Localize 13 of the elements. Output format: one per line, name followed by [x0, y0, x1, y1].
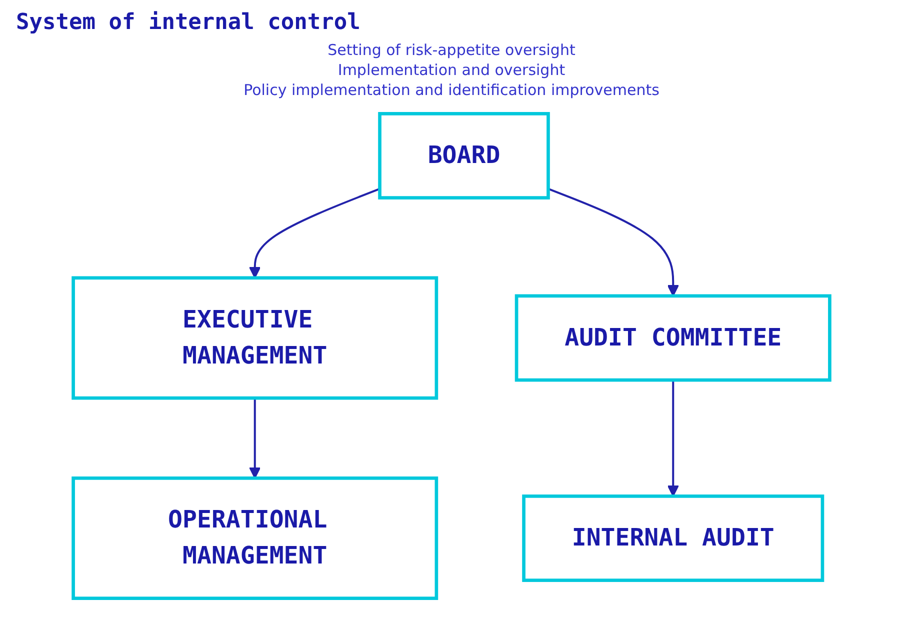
node-box: BOARD [378, 112, 550, 200]
arrow [249, 398, 261, 479]
annotation-text: Setting of risk-appetite oversight [328, 41, 576, 59]
node-box: AUDIT COMMITTEE [514, 294, 832, 382]
annotation-text: Policy implementation and identification improvements [244, 81, 660, 99]
arrow [249, 188, 380, 278]
diagram-title: System of internal control [16, 10, 362, 35]
arrow [667, 380, 679, 497]
node-box: INTERNAL AUDIT [522, 494, 824, 582]
node-box: OPERATIONAL MANAGEMENT [72, 476, 438, 600]
node-box: EXECUTIVE MANAGEMENT [72, 276, 438, 400]
annotation-text: Implementation and oversight [338, 61, 566, 79]
arrow [548, 188, 679, 296]
